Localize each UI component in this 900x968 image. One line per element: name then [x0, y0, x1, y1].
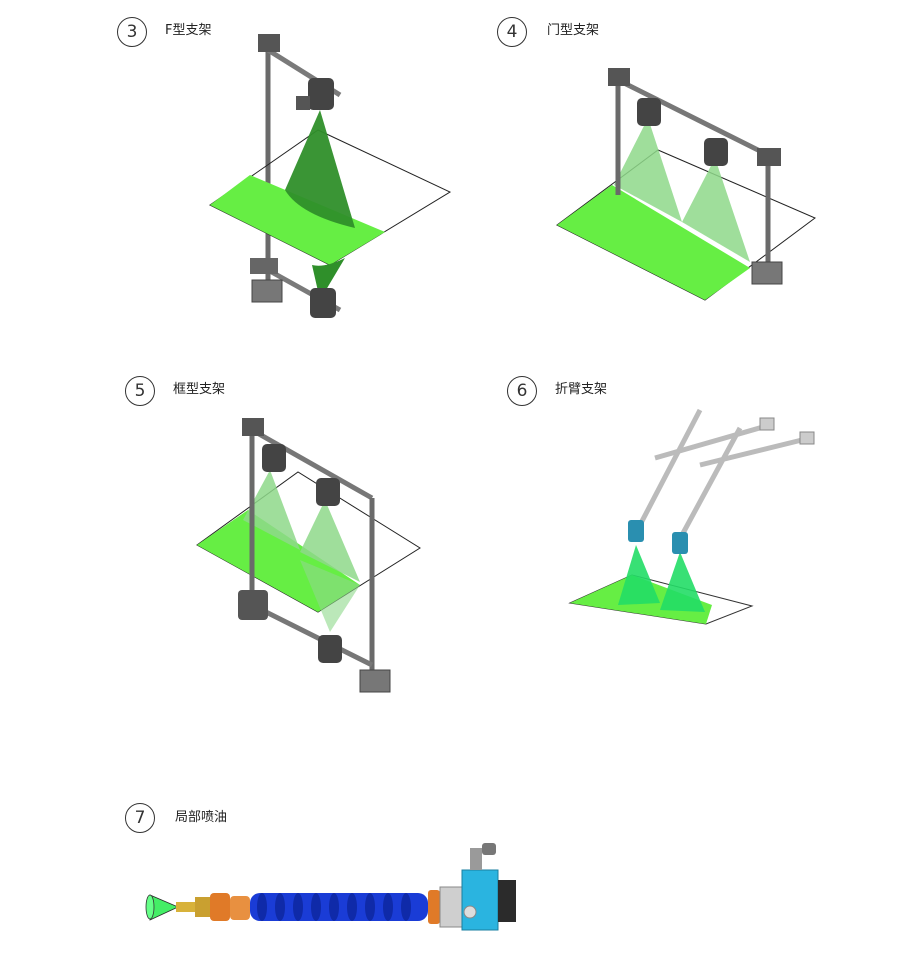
panel-3-label: F型支架: [165, 23, 212, 38]
panel-4-label: 门型支架: [547, 23, 600, 38]
panel-4-number: 4: [497, 17, 527, 47]
panel-6-number: 6: [507, 376, 537, 406]
panel-5-number: 5: [125, 376, 155, 406]
panel-5-label: 框型支架: [173, 382, 226, 397]
panel-7-label: 局部喷油: [175, 810, 228, 825]
panel-6-label: 折臂支架: [555, 382, 608, 397]
panel-3-number: 3: [117, 17, 147, 47]
panel-7-number: 7: [125, 803, 155, 833]
